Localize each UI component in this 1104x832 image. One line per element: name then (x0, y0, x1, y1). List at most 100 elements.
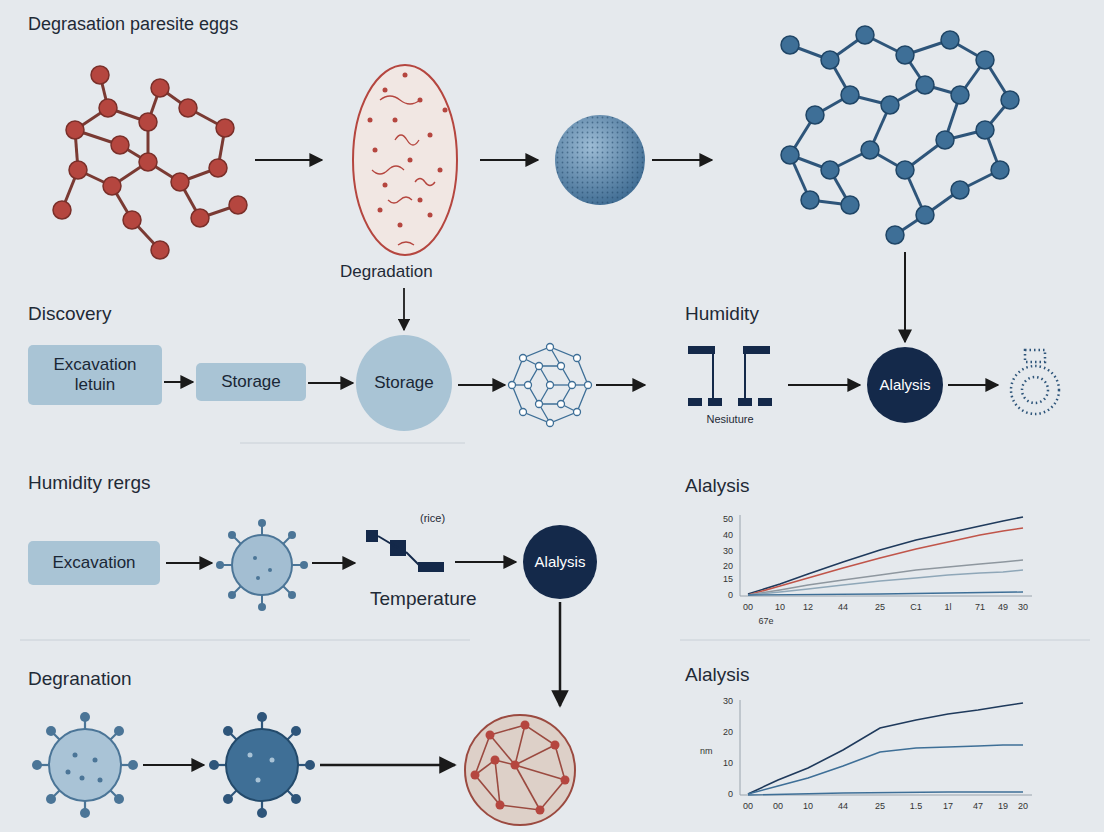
humidity-symbol (708, 398, 722, 406)
axis-tick-label: 40 (723, 530, 733, 540)
egg-oval (403, 73, 408, 78)
flow-arrow (904, 252, 906, 342)
axis-tick-label: 25 (875, 801, 885, 811)
line-chart (748, 792, 1023, 795)
red-molecule (53, 66, 247, 259)
virus-particle (80, 712, 90, 722)
virus-particle (209, 712, 315, 818)
dotted-symbol (1025, 350, 1045, 362)
separator-line (20, 640, 470, 641)
virus-particle (305, 760, 315, 770)
axis-tick-label: 44 (838, 801, 848, 811)
axis-tick-label: 15 (723, 574, 733, 584)
block-symbol (406, 552, 420, 566)
virus-particle (216, 519, 308, 611)
red-molecule (179, 99, 197, 117)
analysis-circle: Alalysis (523, 525, 597, 599)
egg-oval (415, 179, 435, 186)
axis-tick-label: C1 (910, 602, 922, 612)
blue-molecule (976, 121, 994, 139)
blue-molecule (976, 51, 994, 69)
egg-oval (353, 65, 457, 255)
egg-oval (368, 73, 448, 228)
section-label: Alalysis (685, 475, 749, 497)
molecular-network (525, 382, 532, 389)
blue-molecule (991, 161, 1009, 179)
molecular-network (528, 366, 572, 404)
egg-oval (380, 96, 420, 104)
molecular-network (512, 347, 588, 423)
axis-tick-label: 30 (723, 546, 733, 556)
flow-arrow (596, 384, 645, 386)
degraded-network (471, 721, 570, 815)
blue-sphere (555, 115, 645, 205)
virus-particle (209, 760, 219, 770)
virus-particle (114, 794, 124, 804)
flow-arrow (948, 384, 998, 386)
egg-oval (372, 166, 404, 174)
virus-particle (257, 808, 267, 818)
virus-particle (291, 794, 301, 804)
molecular-network (512, 347, 588, 423)
virus-particle (288, 591, 296, 599)
humidity-symbol (744, 354, 746, 398)
virus-particle (49, 729, 121, 801)
line-chart (748, 592, 1023, 595)
egg-oval (408, 158, 413, 163)
blue-molecule (861, 141, 879, 159)
axis-tick-label: 50 (723, 514, 733, 524)
dotted-symbol (1011, 366, 1059, 414)
humidity-symbol (688, 346, 772, 406)
virus-particle (128, 760, 138, 770)
line-chart (740, 700, 1032, 795)
block-symbol (418, 562, 444, 572)
axis-tick-label: 20 (723, 727, 733, 737)
red-molecule (62, 75, 238, 250)
blue-molecule (896, 46, 914, 64)
virus-particle (216, 519, 308, 611)
storage-circle: Storage (356, 335, 452, 431)
red-molecule (171, 173, 189, 191)
red-molecule (111, 136, 129, 154)
virus-particle (256, 576, 260, 580)
line-chart (748, 570, 1023, 595)
process-box: Excavation letuin (28, 345, 162, 405)
blue-molecule (916, 76, 934, 94)
virus-particle (288, 531, 296, 539)
red-molecule (53, 66, 247, 259)
virus-particle (248, 753, 275, 783)
red-molecule (91, 66, 109, 84)
degraded-network (521, 721, 530, 730)
degraded-network (511, 761, 520, 770)
molecular-network (536, 401, 543, 408)
humidity-symbol (688, 346, 715, 354)
virus-particle (258, 603, 266, 611)
molecular-network (547, 420, 554, 427)
axis-tick-label: 20 (1018, 801, 1028, 811)
egg-oval (428, 213, 433, 218)
molecular-network (520, 409, 527, 416)
egg-oval (398, 223, 403, 228)
degraded-network (475, 725, 565, 810)
blue-molecule (856, 26, 874, 44)
axis-tick-label: 17 (943, 801, 953, 811)
node-text: Alalysis (880, 376, 931, 394)
virus-particle (37, 717, 133, 813)
red-molecule (229, 196, 247, 214)
process-box: Storage (196, 363, 306, 401)
block-symbol (366, 530, 444, 572)
blue-molecule (951, 181, 969, 199)
virus-particle (223, 726, 233, 736)
axis-tick-label: 30 (723, 696, 733, 706)
red-molecule (123, 211, 141, 229)
flow-connector (308, 382, 353, 384)
degraded-network (551, 741, 560, 750)
egg-oval (383, 183, 388, 188)
line-chart (748, 528, 1023, 595)
degraded-network (536, 806, 545, 815)
blue-molecule (821, 161, 839, 179)
blue-sphere (555, 115, 645, 205)
